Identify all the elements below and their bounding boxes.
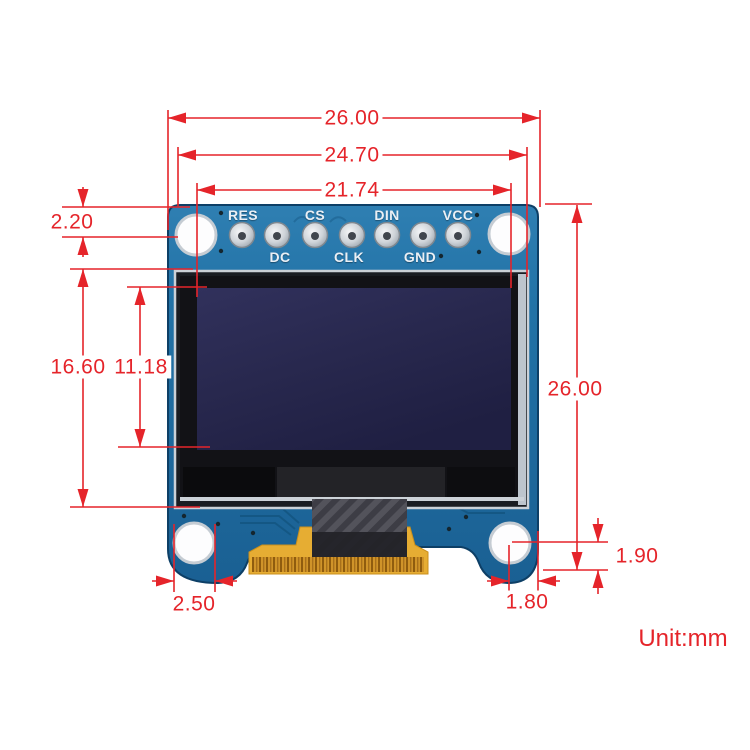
mounting-hole-top-right bbox=[487, 212, 531, 256]
display-driver-strip-center bbox=[277, 467, 445, 497]
mounting-hole-top-left bbox=[174, 213, 218, 257]
mounting-hole-bottom-right bbox=[488, 521, 532, 565]
mounting-holes bbox=[172, 212, 532, 565]
pin-pads bbox=[228, 221, 472, 249]
pcb-board bbox=[167, 204, 539, 585]
via-dots bbox=[181, 210, 482, 536]
display-active-area bbox=[197, 288, 511, 450]
display-glass-right-edge bbox=[518, 274, 526, 505]
flex-cable bbox=[248, 499, 429, 575]
oled-display bbox=[173, 269, 530, 510]
mounting-hole-bottom-left bbox=[172, 521, 216, 565]
display-driver-strip-right bbox=[447, 467, 515, 497]
flex-ribbon-dark-band bbox=[312, 532, 407, 560]
flex-contact-fingers bbox=[252, 557, 424, 572]
display-driver-strip-left bbox=[183, 467, 275, 497]
